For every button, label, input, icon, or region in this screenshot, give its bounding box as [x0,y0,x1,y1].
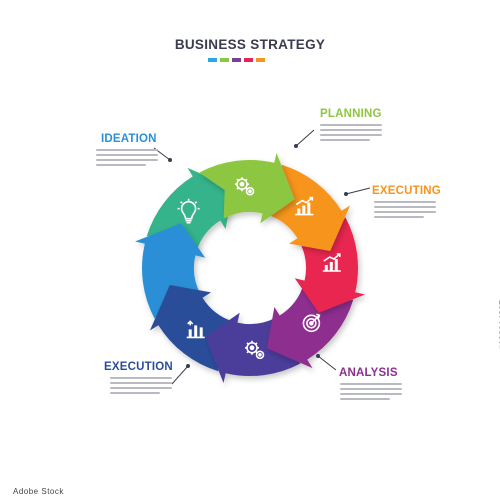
swatch [220,58,229,62]
swatch [208,58,217,62]
swatch [232,58,241,62]
swatch [244,58,253,62]
step-text-planning [320,124,382,144]
pointer-dot [186,364,190,368]
stock-logo: Adobe Stock [13,487,64,496]
pointer-analysis [317,355,337,371]
color-swatches [208,58,265,62]
gears-icon [245,340,265,360]
arrows-up-icon [186,320,205,339]
step-label-execution: EXECUTION [104,361,173,373]
arrow-segment [135,223,206,319]
pointer-execution [171,365,189,385]
step-text-execution [110,377,172,397]
step-text-executing [374,201,436,221]
target-icon [302,313,321,333]
step-label-planning: PLANNING [320,108,382,120]
step-label-executing: EXECUTING [372,185,441,197]
growth-chart-icon [295,196,314,216]
pointer-planning [295,129,315,147]
swatch [256,58,265,62]
gears-icon [235,177,255,196]
pointer-dot [168,158,172,162]
step-label-ideation: IDEATION [101,133,157,145]
pointer-dot [344,192,348,196]
step-label-analysis: ANALYSIS [339,367,398,379]
pointer-dot [316,354,320,358]
step-text-ideation [96,149,158,169]
lightbulb-icon [177,198,200,224]
page-title: BUSINESS STRATEGY [174,37,326,52]
bar-chart-up-icon [322,253,341,272]
pointer-dot [294,144,298,148]
pointer-executing [345,187,371,195]
step-text-analysis [340,383,402,403]
